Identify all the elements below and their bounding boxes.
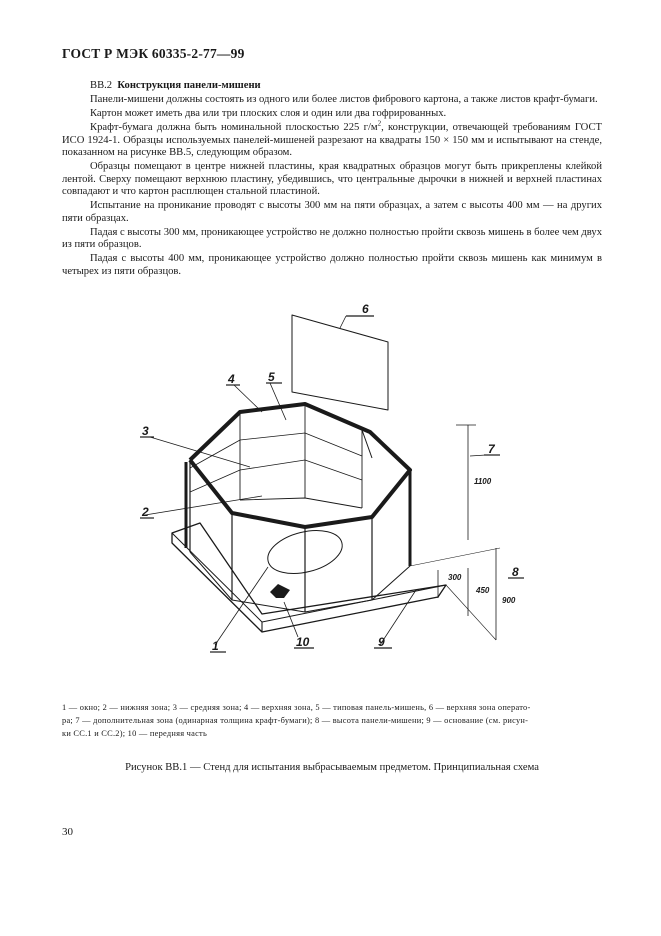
leader-9 bbox=[379, 589, 417, 646]
legend-line-2: ра; 7 — дополнительная зона (одинарная т… bbox=[62, 716, 529, 725]
figure-label-1: 1 bbox=[212, 639, 219, 653]
superscript: 2 bbox=[377, 119, 382, 128]
front-marker bbox=[270, 584, 290, 598]
legend-line-1: 1 — окно; 2 — нижняя зона; 3 — средняя з… bbox=[62, 703, 531, 712]
document-header: ГОСТ Р МЭК 60335-2-77—99 bbox=[62, 46, 245, 61]
test-stand-drawing: 6 4 5 3 2 7 8 1 10 9 1100 300 450 900 bbox=[0, 290, 661, 670]
dimension-900: 900 bbox=[502, 596, 516, 605]
paragraph-3: Крафт-бумага должна быть номинальной пло… bbox=[62, 119, 602, 160]
zone-line-lower bbox=[189, 459, 363, 493]
dim-ext-1 bbox=[409, 547, 501, 567]
figure-label-7: 7 bbox=[488, 442, 496, 456]
figure-label-6: 6 bbox=[362, 302, 369, 316]
dimension-1100: 1100 bbox=[474, 477, 492, 486]
body-text: ВВ.2 Конструкция панели-мишени Панели-ми… bbox=[62, 80, 602, 280]
paragraph-5: Испытание на проникание проводят с высот… bbox=[62, 200, 602, 224]
paragraph-3-start: Крафт-бумага должна быть номинальной пло… bbox=[90, 122, 378, 133]
leader-10 bbox=[283, 601, 299, 638]
section-number: ВВ.2 bbox=[90, 80, 113, 91]
figure-label-10: 10 bbox=[296, 635, 310, 649]
floor-line bbox=[239, 497, 363, 509]
leader-3 bbox=[149, 436, 251, 468]
front-bottom bbox=[189, 551, 411, 613]
paragraph-2: Картон может иметь два или три плоских с… bbox=[90, 108, 447, 119]
leader-7 bbox=[469, 454, 487, 457]
paragraph-3-end: , конструкции, отвечающей требованиям ГО… bbox=[62, 122, 602, 158]
dimension-450: 450 bbox=[475, 586, 490, 595]
base-plate bbox=[171, 522, 447, 633]
figure-label-9: 9 bbox=[378, 635, 385, 649]
figure-label-5: 5 bbox=[268, 370, 275, 384]
paragraph-4: Образцы помещают в центре нижней пластин… bbox=[62, 161, 602, 197]
figure-label-2: 2 bbox=[141, 505, 149, 519]
leader-6 bbox=[339, 315, 347, 329]
figure-legend: 1 — окно; 2 — нижняя зона; 3 — средняя з… bbox=[62, 701, 602, 740]
figure-label-8: 8 bbox=[512, 565, 519, 579]
section-heading: ВВ.2 Конструкция панели-мишени bbox=[62, 80, 602, 93]
paragraph-1: Панели-мишени должны состоять из одного … bbox=[90, 94, 598, 105]
section-title: Конструкция панели-мишени bbox=[117, 80, 261, 91]
drawing-svg: 6 4 5 3 2 7 8 1 10 9 1100 300 450 900 bbox=[140, 302, 524, 653]
legend-line-3: ки СС.1 и СС.2); 10 — передняя часть bbox=[62, 729, 208, 738]
leader-2 bbox=[144, 495, 263, 516]
figure-caption: Рисунок ВВ.1 — Стенд для испытания выбра… bbox=[125, 762, 539, 773]
zone-line-upper bbox=[189, 432, 363, 469]
figure-label-4: 4 bbox=[227, 372, 235, 386]
operator-panel bbox=[291, 314, 389, 411]
paragraph-6: Падая с высоты 300 мм, проникающее устро… bbox=[62, 226, 602, 251]
window-opening bbox=[267, 530, 343, 574]
leader-4 bbox=[233, 384, 263, 413]
leader-1 bbox=[214, 566, 269, 646]
dim-ext-2 bbox=[445, 584, 497, 641]
octagon-top-rim bbox=[188, 402, 412, 529]
leader-5 bbox=[269, 382, 287, 421]
paragraph-7: Падая с высоты 400 мм, проникающее устро… bbox=[62, 253, 602, 277]
page-number: 30 bbox=[62, 826, 73, 838]
figure-label-3: 3 bbox=[142, 424, 149, 438]
dimension-300: 300 bbox=[448, 573, 462, 582]
